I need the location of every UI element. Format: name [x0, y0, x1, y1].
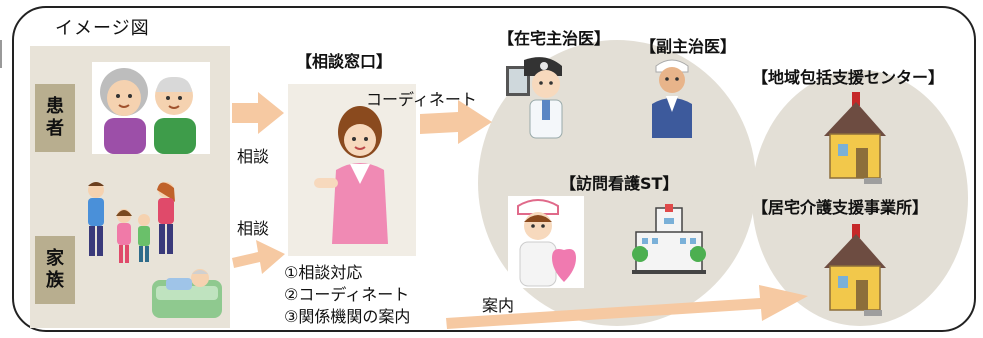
sub-doctor-label: 【副主治医】	[640, 37, 737, 56]
house-icon	[824, 224, 886, 316]
guide-label: 案内	[482, 296, 515, 315]
consult-steps-list: ①相談対応 ②コーディネート ③関係機関の案内	[284, 262, 410, 328]
arrow-patient-to-window	[232, 92, 284, 134]
step-item: ①相談対応	[284, 263, 363, 282]
arrow-window-to-medical	[420, 100, 492, 144]
elderly-couple-icon	[92, 62, 210, 154]
patient-label-char-2: 者	[46, 118, 64, 139]
family-icon	[88, 182, 175, 263]
step-item: ③関係機関の案内	[284, 307, 411, 326]
family-label-char-2: 族	[46, 270, 64, 291]
coordinate-label: コーディネート	[366, 90, 477, 109]
patient-label-char-1: 患	[46, 96, 64, 118]
family-label-box: 家 族	[35, 236, 75, 304]
receptionist-icon	[314, 106, 388, 244]
consult-label-top: 相談	[237, 147, 270, 166]
step-item: ②コーディネート	[284, 285, 410, 304]
doctor-icon	[506, 57, 563, 139]
care-office-label: 【居宅介護支援事業所】	[752, 198, 929, 217]
community-center-label: 【地域包括支援センター】	[752, 68, 945, 87]
nurse-icon	[508, 196, 584, 288]
family-label-char-1: 家	[46, 248, 64, 270]
arrow-family-to-window	[232, 240, 285, 274]
home-doctor-label: 【在宅主治医】	[498, 29, 611, 48]
diagram-title: イメージ図	[55, 18, 150, 39]
bedridden-patient-icon	[152, 269, 222, 318]
house-icon	[824, 92, 886, 184]
sub-doctor-icon	[652, 59, 692, 138]
arrow-guide	[446, 285, 808, 329]
edge-mark	[0, 40, 6, 68]
patient-label-box: 患 者	[35, 84, 75, 152]
visiting-nurse-label: 【訪問看護ST】	[560, 174, 679, 193]
consult-window-title: 【相談窓口】	[296, 52, 393, 71]
hospital-icon	[632, 204, 706, 274]
consult-label-bottom: 相談	[237, 219, 270, 238]
